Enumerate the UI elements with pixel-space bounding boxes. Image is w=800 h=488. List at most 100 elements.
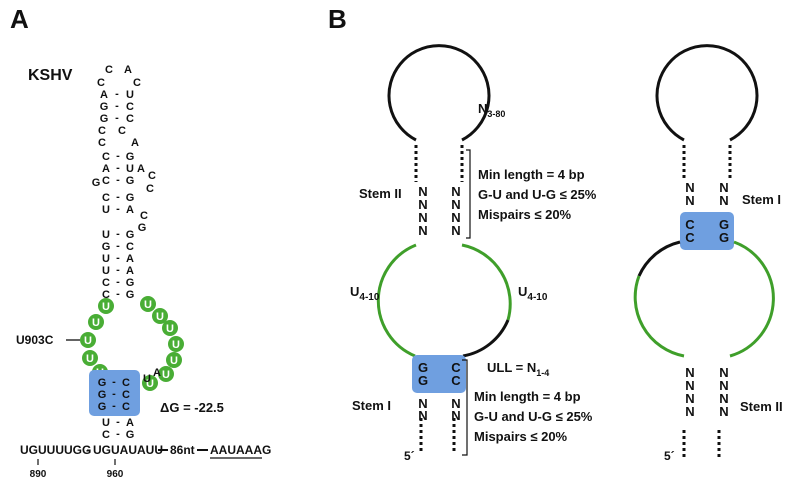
right-loop-left-arc	[633, 275, 685, 358]
u-circle	[82, 350, 98, 366]
pair-nt-left: U	[102, 204, 110, 216]
pair-nt-left: C	[102, 277, 110, 289]
pair-bond: -	[116, 276, 120, 288]
right-stem1-label: Stem I	[742, 192, 781, 207]
pair-nt-left: C	[102, 192, 110, 204]
pair-nt-right: G	[126, 429, 135, 441]
right-loop-black-arc	[637, 240, 681, 277]
right-stem2-n-right: N	[719, 391, 728, 406]
ull-arc	[462, 319, 510, 358]
pair-nt-right: U	[126, 89, 134, 101]
u-circle	[142, 375, 158, 391]
u-circle	[152, 308, 168, 324]
bulge-nt: C	[140, 210, 148, 222]
unpaired-nt: A	[153, 367, 161, 379]
right-stem2-label: Stem II	[740, 399, 783, 414]
u-loop-left-arc	[376, 243, 417, 358]
pair-nt-right: C	[126, 113, 134, 125]
right-box-nt-right: G	[719, 230, 729, 245]
position-890: 890	[30, 469, 47, 480]
stem2-n-right: N	[451, 223, 460, 238]
pair-bond: -	[116, 416, 120, 428]
pair-bond: -	[116, 162, 120, 174]
pair-nt-right: U	[126, 163, 134, 175]
u-circle-nt: U	[172, 339, 180, 351]
u-circle	[140, 296, 156, 312]
u-left-label: U4-10	[350, 284, 380, 303]
mutation-label: U903C	[16, 333, 54, 347]
pair-nt-right: G	[126, 229, 135, 241]
constraint-top: Min length = 4 bp	[478, 167, 585, 182]
pair-nt-right: C	[126, 101, 134, 113]
right-loop-right-arc	[729, 240, 775, 358]
stem1-label: Stem I	[352, 398, 391, 413]
pair-nt-left: U	[102, 265, 110, 277]
five-prime-label: 5´	[404, 449, 415, 463]
stem2-label: Stem II	[359, 186, 402, 201]
pair-bond: -	[116, 264, 120, 276]
loop-nt: C	[133, 77, 141, 89]
pair-bond: -	[112, 400, 116, 412]
loop-nt: A	[124, 64, 132, 76]
u-circle	[168, 336, 184, 352]
right-stem2-n-left: N	[685, 365, 694, 380]
right-stem2-n-left: N	[685, 378, 694, 393]
u-circle-nt: U	[86, 353, 94, 365]
constraint-top: Mispairs ≤ 20%	[478, 207, 572, 222]
stem2-n-right: N	[451, 210, 460, 225]
pair-nt-left: G	[98, 377, 107, 389]
gc-stem: G-CG-CG-C	[98, 376, 130, 413]
panel-b-label: B	[328, 4, 347, 34]
u-circle-nt: U	[162, 369, 170, 381]
pair-bond: -	[116, 203, 120, 215]
pair-bond: -	[112, 388, 116, 400]
species-label: KSHV	[28, 67, 73, 84]
pair-bond: -	[115, 100, 119, 112]
pair-nt-left: C	[102, 429, 110, 441]
pair-nt-right: A	[126, 265, 134, 277]
bulge-nt: C	[148, 170, 156, 182]
constraint-bottom: Min length = 4 bp	[474, 389, 581, 404]
pair-nt-right: A	[126, 417, 134, 429]
seq-polya: AAUAAA	[210, 443, 262, 457]
right-stem1-n-left: N	[685, 193, 694, 208]
hairpin-loop-arc-right	[655, 44, 759, 142]
right-box-nt-left: C	[685, 217, 695, 232]
u-circle-nt: U	[92, 317, 100, 329]
loop-nt: C	[105, 64, 113, 76]
u-loop-right-arc	[461, 243, 512, 321]
right-stem1-n-left: N	[685, 180, 694, 195]
pair-bond: -	[116, 228, 120, 240]
box-nt-left: G	[418, 373, 428, 388]
pair-nt-right: C	[126, 241, 134, 253]
u-circle	[162, 320, 178, 336]
u-circle	[80, 332, 96, 348]
u-circle-nt: U	[102, 301, 110, 313]
right-box-nt-left: C	[685, 230, 695, 245]
position-960: 960	[107, 469, 124, 480]
u-circle-nt: U	[84, 335, 92, 347]
pair-nt-right: G	[126, 192, 135, 204]
pair-nt-left: U	[102, 229, 110, 241]
stem2-n-left: N	[418, 223, 427, 238]
pair-bond: -	[116, 288, 120, 300]
u-circle	[98, 298, 114, 314]
pair-nt-right: A	[126, 253, 134, 265]
bulge-nt: C	[146, 183, 154, 195]
pair-nt-right: A	[131, 137, 139, 149]
pair-nt-right: C	[118, 125, 126, 137]
u-circle	[158, 366, 174, 382]
constraint-bottom: Mispairs ≤ 20%	[474, 429, 568, 444]
pair-nt-left: G	[102, 241, 111, 253]
u-circle-nt: U	[144, 299, 152, 311]
stem2-n-right: N	[451, 197, 460, 212]
pair-bond: -	[116, 252, 120, 264]
u-circle-nt: U	[166, 323, 174, 335]
constraint-bottom: G-U and U-G ≤ 25%	[474, 409, 593, 424]
pair-bond: -	[116, 150, 120, 162]
